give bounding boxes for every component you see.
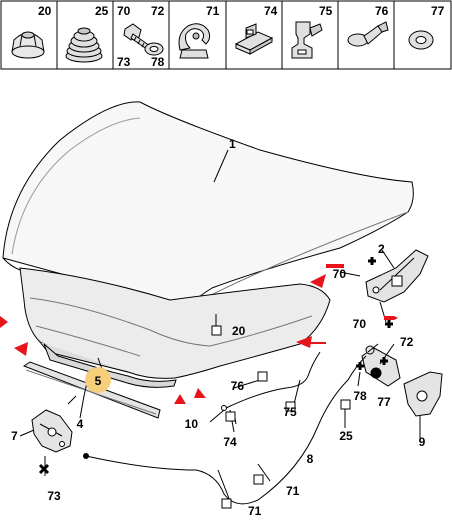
- callout-70-lower: 70: [353, 317, 367, 331]
- cross-markers: [38, 257, 393, 475]
- callout-72: 72: [400, 335, 414, 349]
- callout-76: 76: [231, 379, 245, 393]
- table-label-75: 75: [319, 4, 333, 18]
- parts-table: 20 25 70 72 73 78: [0, 0, 452, 70]
- reference-squares: [211, 325, 351, 509]
- push-rivet-icon: [347, 21, 389, 47]
- table-label-74: 74: [264, 4, 278, 18]
- callout-71-bottom: 71: [248, 504, 262, 518]
- screw-washer-icon: [123, 23, 164, 56]
- callout-78: 78: [353, 389, 367, 403]
- striker-fitting: [361, 345, 401, 387]
- callout-5: 5: [95, 374, 102, 388]
- callout-70-upper: 70: [333, 267, 347, 281]
- table-label-73: 73: [117, 55, 131, 69]
- callout-8: 8: [307, 452, 314, 466]
- callout-20: 20: [232, 324, 246, 338]
- highlight-marker: [85, 367, 111, 393]
- release-cable: [83, 351, 367, 505]
- washer-icon: [408, 30, 434, 50]
- table-label-70: 70: [117, 4, 131, 18]
- table-label-77: 77: [431, 4, 445, 18]
- callout-75: 75: [283, 405, 297, 419]
- table-label-71: 71: [206, 4, 220, 18]
- callout-71-right: 71: [286, 484, 300, 498]
- table-label-25: 25: [95, 4, 109, 18]
- cable-clip-icon: [178, 23, 211, 59]
- red-arrows: [0, 264, 398, 404]
- callout-1: 1: [229, 137, 236, 151]
- safety-catch-bracket: [403, 371, 443, 417]
- callout-4: 4: [77, 417, 84, 431]
- callout-77: 77: [377, 395, 391, 409]
- retainer-clip-icon: [291, 21, 323, 59]
- table-label-72: 72: [151, 4, 165, 18]
- callout-2: 2: [378, 242, 385, 256]
- table-label-20: 20: [38, 4, 52, 18]
- callout-25: 25: [339, 429, 353, 443]
- callout-73: 73: [47, 489, 61, 503]
- callout-labels: 1 2 70 20 70 72 5 76 78 77 75 4 10 25 74…: [11, 137, 426, 518]
- bellows-buffer-icon: [65, 27, 103, 63]
- callout-9: 9: [419, 435, 426, 449]
- table-label-78: 78: [151, 55, 165, 69]
- rubber-bump-stop-icon: [11, 31, 45, 59]
- callout-74: 74: [223, 435, 237, 449]
- callout-10: 10: [185, 417, 199, 431]
- callout-7: 7: [11, 429, 18, 443]
- table-label-76: 76: [375, 4, 389, 18]
- hood-lock: [31, 409, 73, 453]
- hood-insulation-pad: [19, 267, 331, 388]
- hood-hinge: [365, 249, 429, 303]
- bracket-clip-icon: [234, 23, 274, 55]
